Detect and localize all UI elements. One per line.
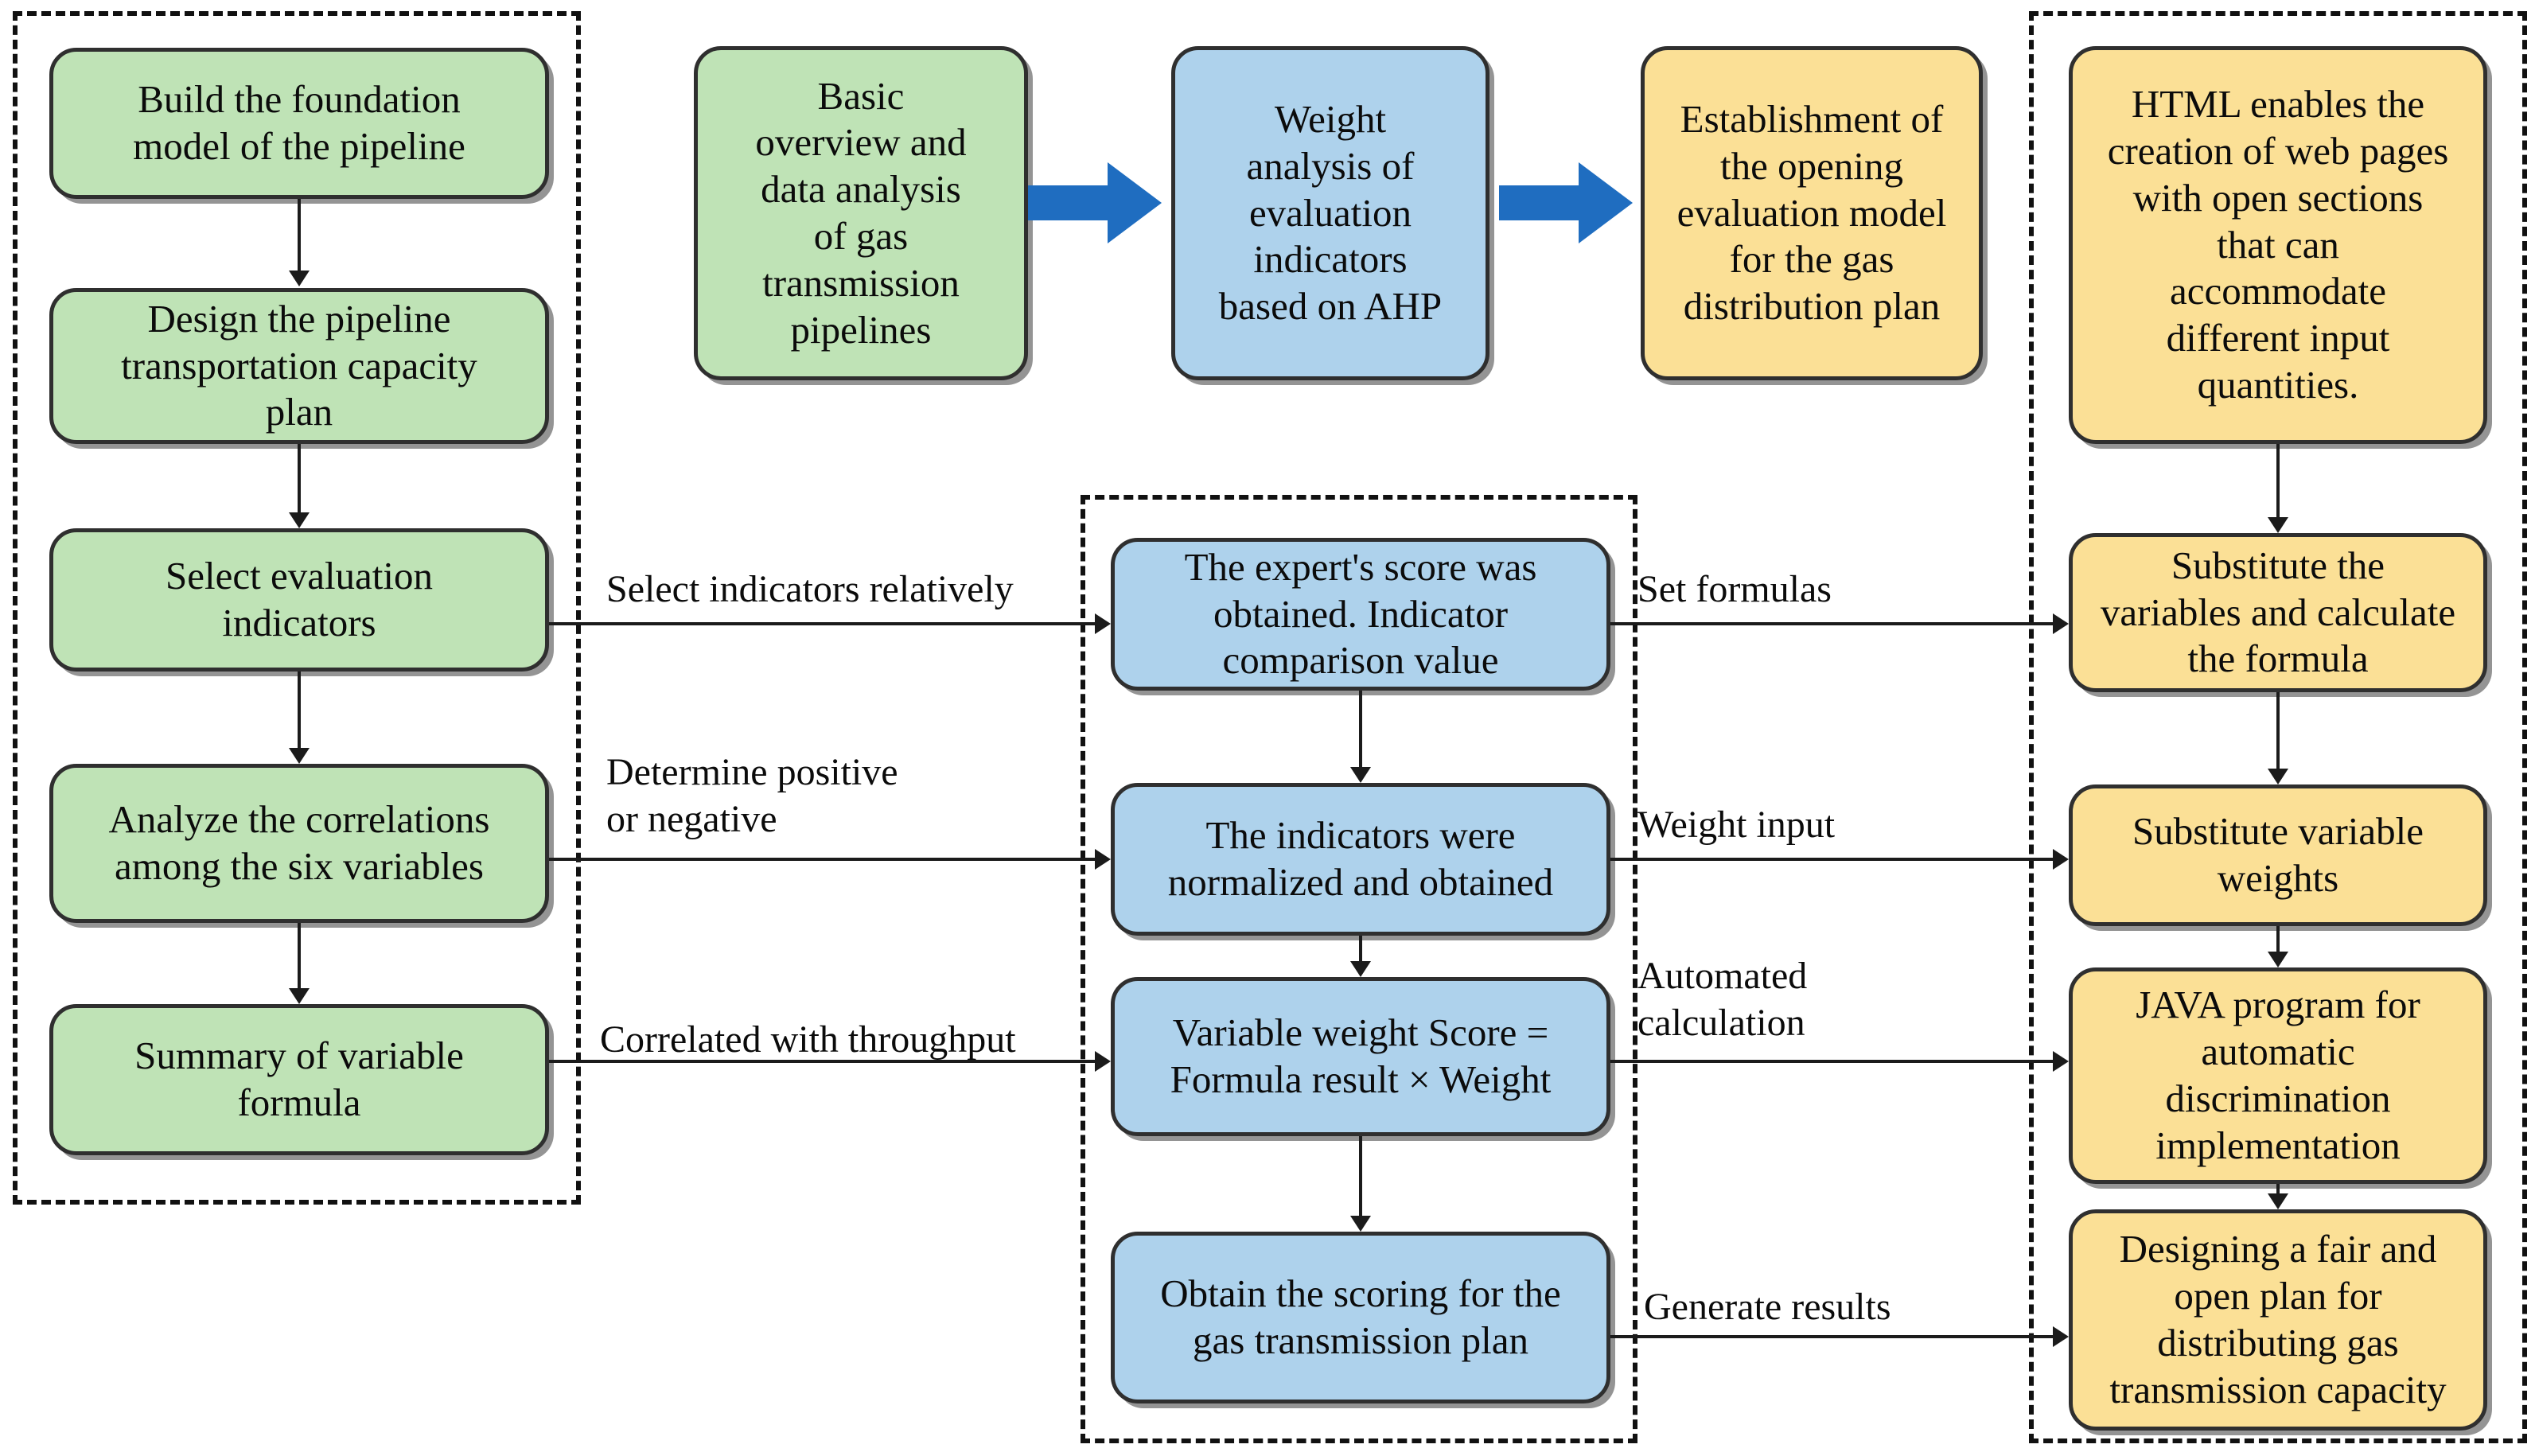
connector-design-to-select xyxy=(298,444,301,512)
arrowhead-java-to-designing xyxy=(2268,1193,2288,1209)
connector-select-to-analyze xyxy=(298,672,301,748)
edge-label-determine-positive-or-negative: Determine positive or negative xyxy=(606,751,898,840)
connector-score-to-java xyxy=(1610,1060,2053,1063)
node-substitute-variables[interactable]: Substitute the variables and calculate t… xyxy=(2069,533,2487,692)
arrowhead-weights-to-java xyxy=(2268,952,2288,967)
connector-expert-to-substitute-variables xyxy=(1610,622,2053,625)
arrowhead-select-to-expert xyxy=(1095,613,1111,634)
arrowhead-html-to-substitute-variables xyxy=(2268,517,2288,533)
node-java-program[interactable]: JAVA program for automatic discriminatio… xyxy=(2069,967,2487,1184)
connector-summary-to-score xyxy=(549,1060,1095,1063)
node-html-enables[interactable]: HTML enables the creation of web pages w… xyxy=(2069,46,2487,444)
connector-analyze-to-summary xyxy=(298,923,301,988)
arrowhead-select-to-analyze xyxy=(289,748,310,764)
node-establishment-model[interactable]: Establishment of the opening evaluation … xyxy=(1641,46,1983,380)
left-dashed-group xyxy=(13,11,581,1205)
connector-expert-to-normalized xyxy=(1359,691,1362,767)
arrowhead-normalized-to-weights xyxy=(2053,849,2069,870)
center-dashed-group xyxy=(1081,495,1637,1443)
arrowhead-score-to-obtain xyxy=(1350,1216,1371,1232)
node-expert-score[interactable]: The expert's score was obtained. Indicat… xyxy=(1111,538,1610,691)
arrowhead-summary-to-score xyxy=(1095,1051,1111,1072)
arrowhead-analyze-to-normalized xyxy=(1095,849,1111,870)
node-summary-formula[interactable]: Summary of variable formula xyxy=(49,1004,549,1155)
edge-label-generate-results: Generate results xyxy=(1644,1286,1891,1328)
connector-build-to-design xyxy=(298,199,301,271)
node-select-indicators[interactable]: Select evaluation indicators xyxy=(49,528,549,672)
connector-substitute-variables-to-weights xyxy=(2276,692,2280,769)
connector-select-to-expert xyxy=(549,622,1095,625)
connector-analyze-to-normalized xyxy=(549,858,1095,861)
connector-normalized-to-weights xyxy=(1610,858,2053,861)
block-arrow-1-icon xyxy=(1028,159,1163,247)
right-dashed-group xyxy=(2029,11,2527,1443)
arrowhead-normalized-to-score xyxy=(1350,961,1371,977)
edge-label-set-formulas: Set formulas xyxy=(1637,568,1832,610)
edge-label-automated-calculation: Automated calculation xyxy=(1637,955,1808,1044)
node-basic-overview[interactable]: Basic overview and data analysis of gas … xyxy=(694,46,1028,380)
arrowhead-obtain-to-designing xyxy=(2053,1326,2069,1347)
arrowhead-analyze-to-summary xyxy=(289,988,310,1004)
edge-label-correlated-with-throughput: Correlated with throughput xyxy=(600,1018,1016,1061)
node-design-capacity[interactable]: Design the pipeline transportation capac… xyxy=(49,288,549,444)
arrowhead-score-to-java xyxy=(2053,1051,2069,1072)
arrowhead-expert-to-substitute-variables xyxy=(2053,613,2069,634)
connector-normalized-to-score xyxy=(1359,936,1362,961)
node-designing-fair-plan[interactable]: Designing a fair and open plan for distr… xyxy=(2069,1209,2487,1431)
connector-html-to-substitute-variables xyxy=(2276,444,2280,517)
node-analyze-correlations[interactable]: Analyze the correlations among the six v… xyxy=(49,764,549,923)
edge-label-weight-input: Weight input xyxy=(1637,804,1836,846)
node-build-foundation[interactable]: Build the foundation model of the pipeli… xyxy=(49,48,549,199)
connector-score-to-obtain xyxy=(1359,1136,1362,1216)
node-substitute-weights[interactable]: Substitute variable weights xyxy=(2069,784,2487,926)
connector-weights-to-java xyxy=(2276,926,2280,952)
edge-label-select-indicators-relatively: Select indicators relatively xyxy=(606,568,1014,610)
node-normalized[interactable]: The indicators were normalized and obtai… xyxy=(1111,783,1610,936)
arrowhead-build-to-design xyxy=(289,271,310,286)
connector-java-to-designing xyxy=(2276,1184,2280,1193)
node-weight-analysis[interactable]: Weight analysis of evaluation indicators… xyxy=(1171,46,1489,380)
connector-obtain-to-designing xyxy=(1610,1335,2053,1338)
arrowhead-substitute-variables-to-weights xyxy=(2268,769,2288,784)
arrowhead-expert-to-normalized xyxy=(1350,767,1371,783)
node-variable-weight-score[interactable]: Variable weight Score = Formula result ×… xyxy=(1111,977,1610,1136)
arrowhead-design-to-select xyxy=(289,512,310,528)
node-obtain-scoring[interactable]: Obtain the scoring for the gas transmiss… xyxy=(1111,1232,1610,1403)
block-arrow-2-icon xyxy=(1499,159,1634,247)
